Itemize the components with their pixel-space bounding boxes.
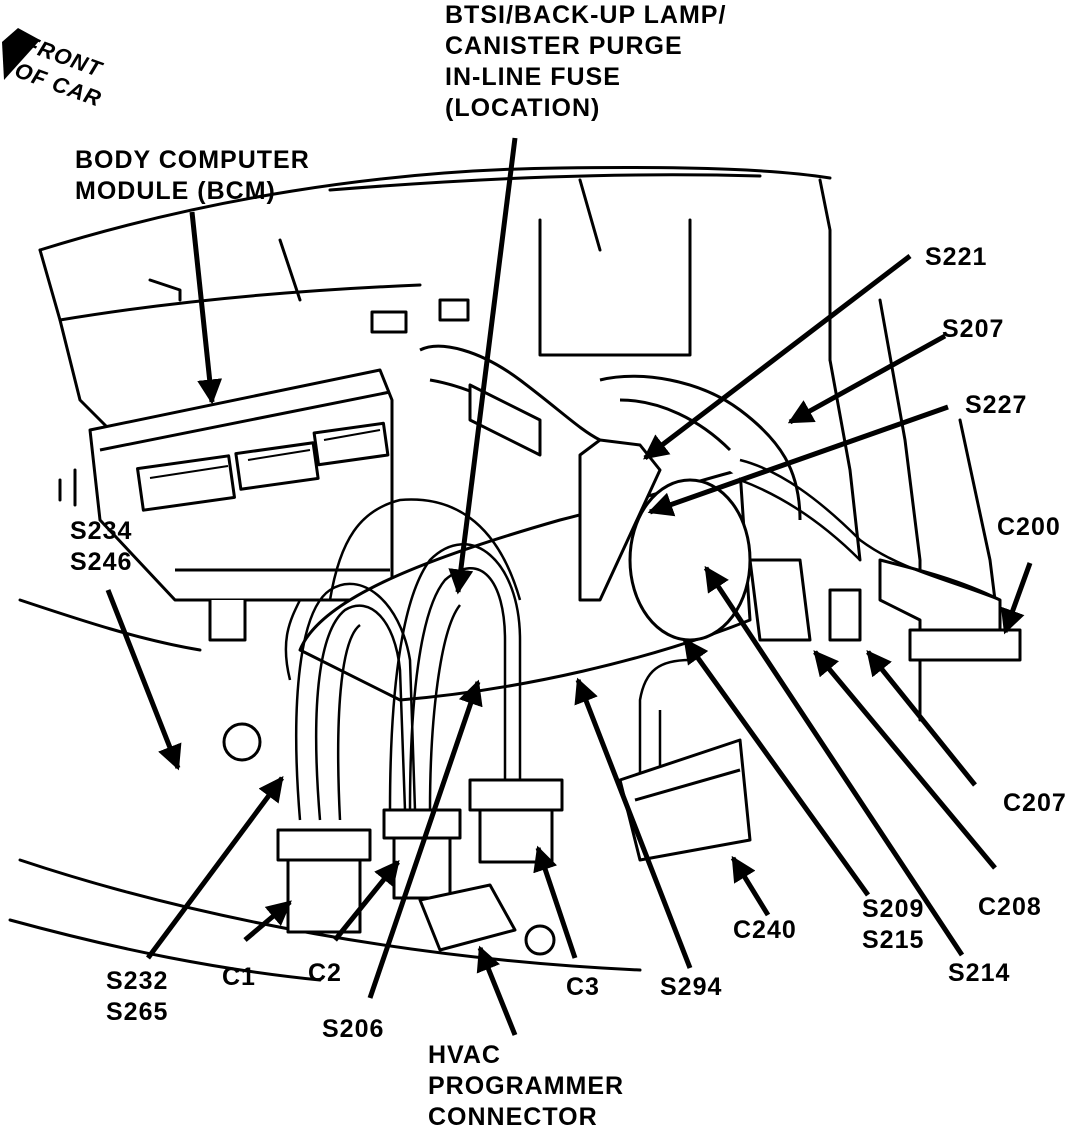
- hvac-line-2: PROGRAMMER: [428, 1072, 625, 1100]
- body-computer-module: [88, 368, 394, 642]
- arrow-bcm: [189, 211, 223, 405]
- c2-label: C2: [308, 959, 342, 987]
- btsi-fuse-line-2: CANISTER PURGE: [445, 32, 683, 60]
- ground-bolt: [222, 722, 262, 762]
- s234-s246-label: S234 S246: [70, 516, 132, 578]
- arrow-s209-s215: [682, 637, 871, 897]
- arrow-s294: [574, 677, 693, 969]
- hvac-line-1: HVAC: [428, 1041, 501, 1069]
- s232-s265-label: S232 S265: [106, 966, 168, 1028]
- wire-loops: [284, 458, 1001, 821]
- s206-label: S206: [322, 1015, 385, 1043]
- dashboard-structure: [8, 165, 1002, 982]
- hvac-line-3: CONNECTOR: [428, 1103, 598, 1130]
- s209-text: S209: [862, 895, 925, 923]
- bcm-line-2: MODULE (BCM): [75, 177, 276, 205]
- arrow-s221: [643, 254, 912, 460]
- arrow-c207: [866, 650, 977, 787]
- btsi-fuse-line-4: (LOCATION): [445, 94, 601, 122]
- c1-connector-body: [276, 828, 372, 862]
- s214-label: S214: [948, 959, 1011, 987]
- harness-bundle: [298, 344, 1022, 702]
- arrow-s207: [787, 333, 947, 425]
- s294-label: S294: [660, 973, 723, 1001]
- c3-label: C3: [566, 973, 600, 1001]
- hvac-programmer-connector-label: HVAC PROGRAMMER CONNECTOR: [428, 1040, 624, 1130]
- c207-label: C207: [1003, 789, 1067, 817]
- s234-text: S234: [70, 517, 133, 545]
- c1-label: C1: [222, 963, 256, 991]
- arrow-c2: [333, 860, 400, 942]
- arrow-s206: [367, 679, 483, 999]
- arrow-s214: [703, 565, 965, 957]
- s246-text: S246: [70, 548, 133, 576]
- s221-label: S221: [925, 243, 988, 271]
- btsi-fuse-line-3: IN-LINE FUSE: [445, 63, 621, 91]
- c2-connector-body: [382, 808, 462, 840]
- arrow-hvac: [476, 945, 518, 1036]
- s232-text: S232: [106, 967, 169, 995]
- s227-label: S227: [965, 391, 1028, 419]
- arrow-c240: [730, 855, 771, 917]
- arrow-c3: [533, 845, 578, 959]
- arrow-c1: [243, 900, 292, 942]
- c240-connector-body: [618, 738, 752, 862]
- s265-text: S265: [106, 998, 169, 1026]
- c208-label: C208: [978, 893, 1042, 921]
- c240-label: C240: [733, 916, 797, 944]
- arrow-s227: [647, 404, 949, 517]
- bcm-line-1: BODY COMPUTER: [75, 146, 310, 174]
- bcm-label: BODY COMPUTER MODULE (BCM): [75, 145, 310, 207]
- hvac-connector-body: [418, 883, 517, 952]
- c3-connector-body: [468, 778, 564, 812]
- front-arrow-icon: [2, 28, 40, 80]
- btsi-fuse-label: BTSI/BACK-UP LAMP/ CANISTER PURGE IN-LIN…: [445, 0, 726, 124]
- arrow-btsi-fuse: [448, 137, 518, 595]
- s207-label: S207: [942, 315, 1005, 343]
- arrow-s232-s265: [145, 775, 285, 960]
- arrow-s234-s246: [105, 589, 182, 771]
- s215-text: S215: [862, 926, 925, 954]
- leader-arrows: [105, 137, 1033, 1036]
- btsi-fuse-line-1: BTSI/BACK-UP LAMP/: [445, 1, 727, 29]
- arrow-c208: [813, 650, 997, 870]
- arrow-c200: [1000, 562, 1033, 635]
- s209-s215-label: S209 S215: [862, 894, 924, 956]
- c200-label: C200: [997, 513, 1061, 541]
